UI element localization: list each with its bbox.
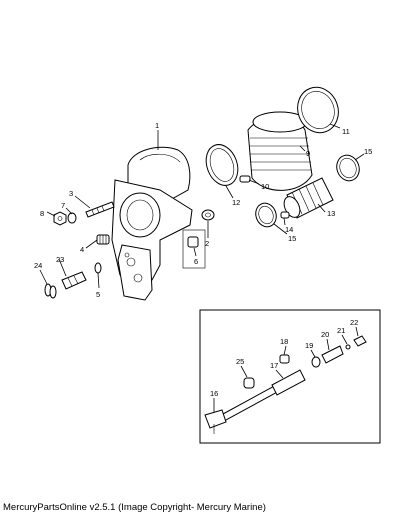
fitting-part-10[interactable] <box>239 175 251 183</box>
callout-19: 19 <box>305 341 313 350</box>
callout-4: 4 <box>80 245 84 254</box>
callout-3: 3 <box>69 189 73 198</box>
callout-21: 21 <box>337 326 345 335</box>
fitting-part-14[interactable] <box>280 211 290 219</box>
callout-25: 25 <box>236 357 244 366</box>
leader-lines <box>39 123 365 412</box>
nut-part-8[interactable] <box>53 211 67 226</box>
callout-10: 10 <box>261 182 269 191</box>
callout-1: 1 <box>155 121 159 130</box>
callout-9: 9 <box>306 149 310 158</box>
clamp-part-11[interactable] <box>291 82 344 139</box>
callout-5: 5 <box>96 290 100 299</box>
copyright-footer: MercuryPartsOnline v2.5.1 (Image Copyrig… <box>3 502 266 513</box>
callout-labels: 1 2 3 4 5 6 7 8 9 10 11 12 13 14 15 15 1… <box>34 121 372 398</box>
callout-18: 18 <box>280 337 288 346</box>
callout-22: 22 <box>350 318 358 327</box>
callout-24: 24 <box>34 261 42 270</box>
callout-7: 7 <box>61 201 65 210</box>
shift-cable-assembly[interactable] <box>204 335 367 434</box>
clamp-part-15-lower[interactable] <box>252 200 279 229</box>
bellows-part-9[interactable] <box>247 111 313 191</box>
callout-12: 12 <box>232 198 240 207</box>
fitting-part-4[interactable] <box>96 234 110 245</box>
callout-17: 17 <box>270 361 278 370</box>
washer-part-5[interactable] <box>94 262 102 274</box>
o-ring-part-24[interactable] <box>44 283 57 299</box>
callout-16: 16 <box>210 389 218 398</box>
callout-6: 6 <box>194 257 198 266</box>
callout-20: 20 <box>321 330 329 339</box>
stud-part-3[interactable] <box>85 201 115 218</box>
plug-part-23[interactable] <box>61 271 87 290</box>
bushing-part-6[interactable] <box>182 229 206 269</box>
washer-part-7[interactable] <box>67 212 77 224</box>
washer-part-2[interactable] <box>201 209 215 221</box>
callout-15-upper: 15 <box>364 147 372 156</box>
callout-11: 11 <box>342 127 350 136</box>
ring-part-12[interactable] <box>201 140 244 190</box>
clamp-part-15-upper[interactable] <box>333 152 363 184</box>
gimbal-housing[interactable] <box>111 146 193 301</box>
callout-2: 2 <box>205 239 209 248</box>
callout-14: 14 <box>285 225 293 234</box>
callout-15-lower: 15 <box>288 234 296 243</box>
callout-13: 13 <box>327 209 335 218</box>
callout-23: 23 <box>56 255 64 264</box>
callout-8: 8 <box>40 209 44 218</box>
